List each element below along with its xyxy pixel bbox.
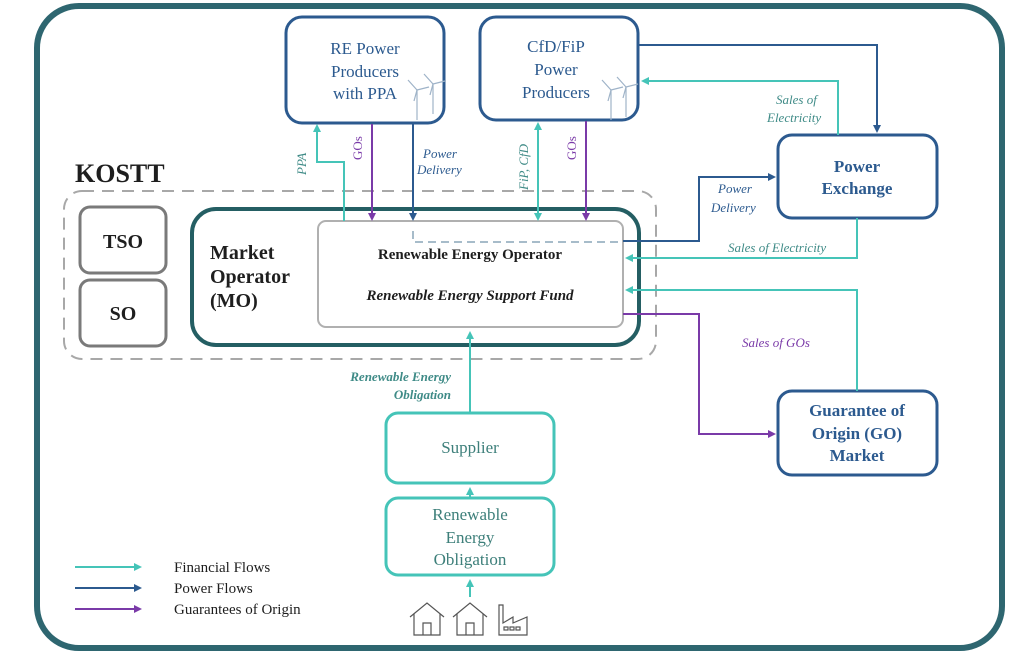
supplier-label: Supplier [441, 438, 499, 457]
house-icon [452, 602, 488, 636]
flow-ppa [313, 124, 345, 221]
label-gos-2: GOs [564, 136, 579, 160]
label-re-obligation-1: Renewable Energy [349, 369, 451, 384]
mo-line-3: (MO) [210, 290, 258, 312]
kostt-container [63, 190, 657, 360]
outer-frame [34, 3, 1005, 651]
go-market-box[interactable]: Guarantee of Origin (GO) Market [776, 389, 939, 477]
label-power-delivery-1b: Delivery [416, 162, 462, 177]
flow-sales-gos [623, 313, 776, 438]
power-delivery-dashed-line [412, 231, 622, 243]
re-producers-ppa-box[interactable]: RE Power Producers with PPA [284, 15, 446, 125]
label-sales-elec-top-2: Electricity [766, 110, 821, 125]
power-exchange-line-1: Power [834, 157, 881, 176]
cfd-line-3: Producers [522, 83, 590, 102]
power-exchange-box[interactable]: Power Exchange [776, 133, 939, 220]
mo-line-2: Operator [210, 266, 290, 288]
legend-item-go: Guarantees of Origin [75, 602, 301, 618]
re-ppa-line-3: with PPA [333, 84, 398, 103]
re-obligation-box[interactable]: Renewable Energy Obligation [384, 496, 556, 577]
go-market-line-2: Origin (GO) [812, 424, 902, 443]
label-power-delivery-1a: Power [422, 146, 458, 161]
tso-label: TSO [103, 231, 143, 253]
so-box[interactable]: SO [78, 278, 168, 348]
re-obligation-line-3: Obligation [434, 550, 507, 569]
legend-item-power: Power Flows [75, 581, 253, 597]
label-sales-elec-top-1: Sales of [776, 92, 819, 107]
label-sales-gos: Sales of GOs [742, 335, 810, 350]
label-fip-cfd: FiP, CfD [516, 143, 531, 191]
reo-box[interactable]: Renewable Energy Operator Renewable Ener… [317, 220, 624, 328]
re-ppa-line-2: Producers [331, 62, 399, 81]
power-exchange-line-2: Exchange [822, 179, 893, 198]
reo-title: Renewable Energy Operator [378, 247, 562, 263]
cfd-fip-producers-box[interactable]: CfD/FiP Power Producers [478, 15, 640, 122]
legend: Financial Flows Power Flows Guarantees o… [75, 560, 301, 618]
label-power-delivery-2a: Power [717, 181, 753, 196]
flow-power-delivery-2 [623, 173, 776, 242]
supplier-box[interactable]: Supplier [384, 411, 556, 485]
label-sales-elec-mid: Sales of Electricity [728, 240, 826, 255]
reo-subtitle: Renewable Energy Support Fund [365, 288, 574, 304]
re-obligation-line-1: Renewable [432, 505, 508, 524]
re-ppa-line-1: RE Power [330, 39, 400, 58]
legend-label-go: Guarantees of Origin [174, 602, 301, 618]
legend-item-financial: Financial Flows [75, 560, 270, 576]
go-market-line-1: Guarantee of [809, 401, 905, 420]
so-label: SO [110, 303, 137, 325]
flow-sales-electricity-top [641, 77, 839, 135]
mo-line-1: Market [210, 242, 275, 264]
house-icon [409, 602, 445, 636]
flow-go-market-financial [625, 286, 858, 391]
go-market-line-3: Market [830, 446, 885, 465]
flow-sales-electricity-mid [625, 218, 858, 262]
label-ppa: PPA [294, 153, 309, 176]
legend-label-financial: Financial Flows [174, 560, 270, 576]
label-gos-1: GOs [350, 136, 365, 160]
cfd-line-2: Power [534, 60, 578, 79]
label-re-obligation-2: Obligation [394, 387, 451, 402]
cfd-line-1: CfD/FiP [527, 37, 585, 56]
tso-box[interactable]: TSO [78, 205, 168, 275]
label-power-delivery-2b: Delivery [710, 200, 756, 215]
flow-cfd-to-exchange [639, 44, 881, 133]
legend-label-power: Power Flows [174, 581, 253, 597]
kostt-label: KOSTT [75, 159, 165, 188]
factory-icon [498, 604, 528, 636]
re-obligation-line-2: Energy [446, 528, 495, 547]
